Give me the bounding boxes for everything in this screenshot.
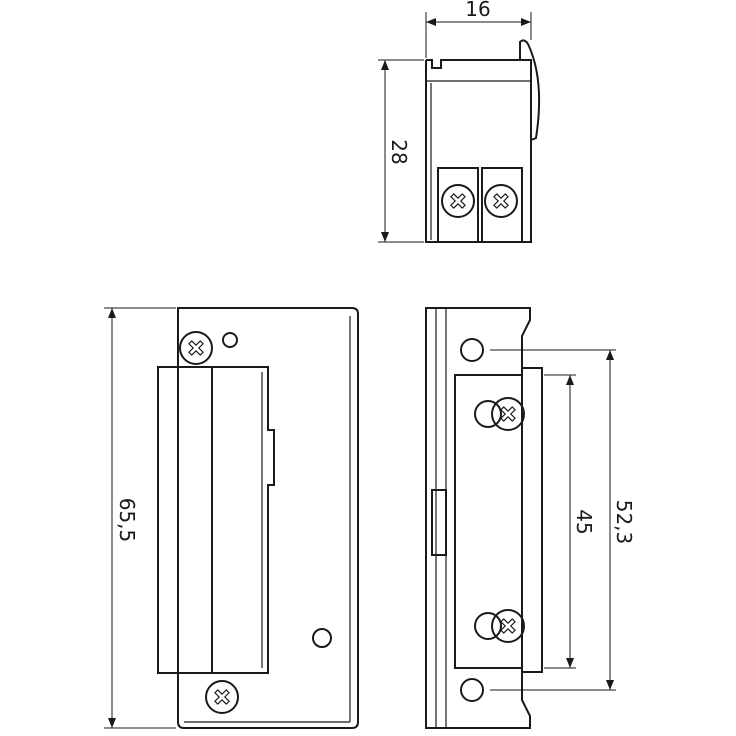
terminal-screw-icon: [441, 184, 475, 218]
dimension-length-label: 65,5: [115, 498, 139, 543]
adjust-screw-icon: [491, 397, 525, 431]
dimension-inner-label: 45: [572, 509, 596, 534]
top-view: [378, 12, 541, 243]
mounting-screw-icon: [205, 680, 239, 714]
terminal-screw-icon: [484, 184, 518, 218]
dimension-outer-label: 52,3: [612, 500, 636, 545]
adjust-screw-icon: [491, 609, 525, 643]
front-view: [104, 307, 359, 729]
dimension-height-label: 28: [387, 139, 411, 164]
mounting-screw-icon: [179, 331, 213, 365]
side-view: [425, 307, 616, 729]
dimension-width-label: 16: [465, 0, 490, 21]
